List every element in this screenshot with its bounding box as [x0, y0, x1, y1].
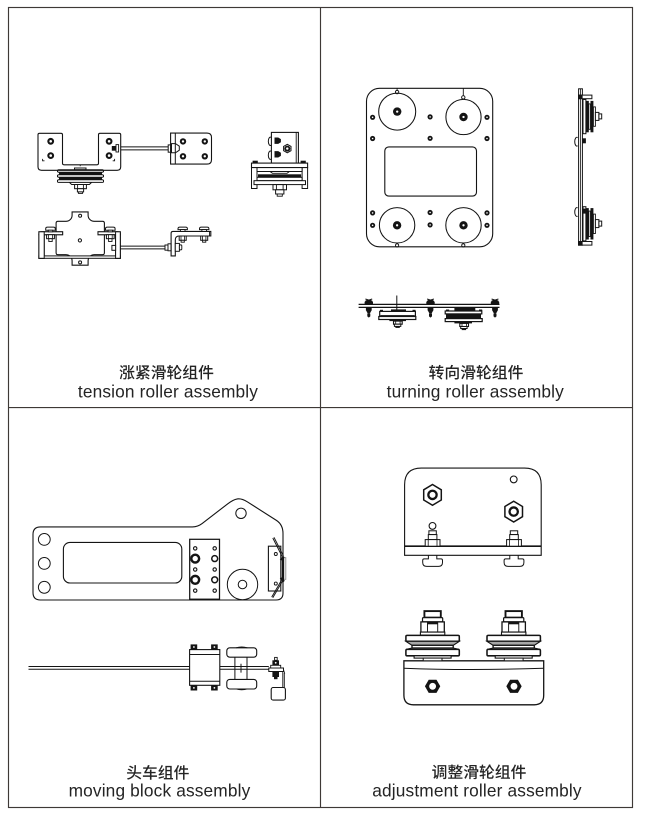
svg-text:adjustment roller assembly: adjustment roller assembly: [372, 781, 582, 801]
svg-text:tension roller assembly: tension roller assembly: [78, 382, 258, 402]
svg-text:turning roller assembly: turning roller assembly: [387, 382, 565, 402]
svg-text:moving block assembly: moving block assembly: [69, 781, 251, 801]
